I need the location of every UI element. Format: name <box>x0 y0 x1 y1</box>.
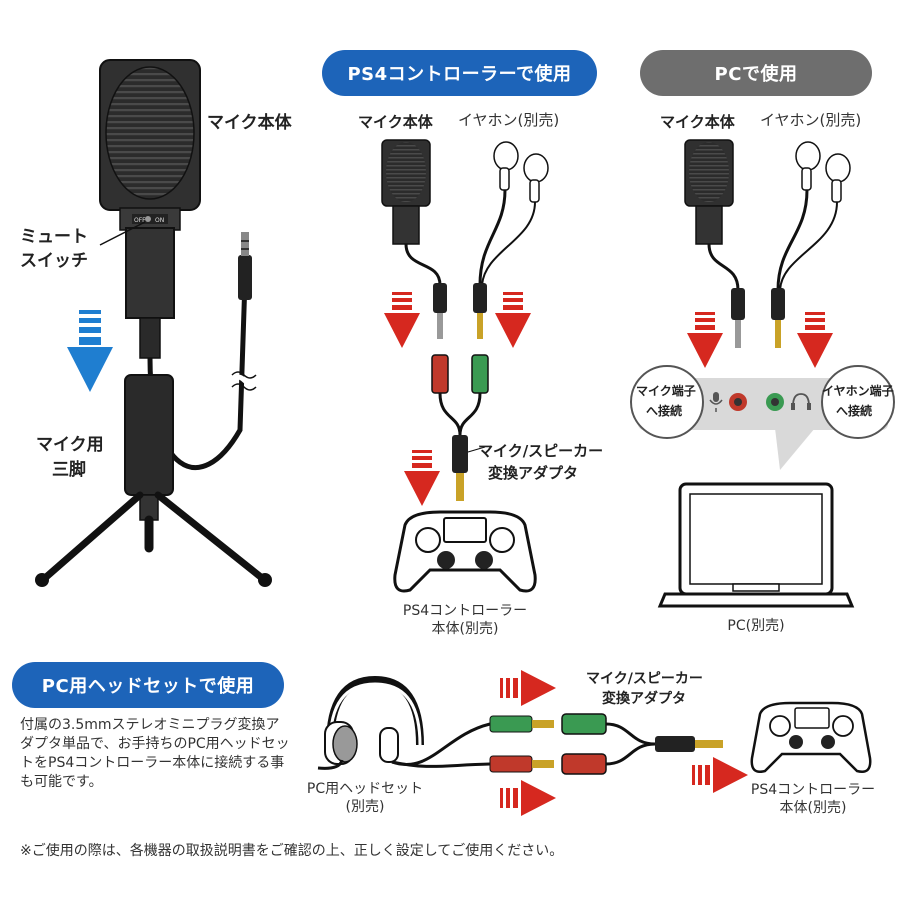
switch-off-label: OFF <box>134 217 146 224</box>
headset-label-2: (別売) <box>345 799 385 815</box>
headset-controller-label-2: 本体(別売) <box>779 800 847 816</box>
pc-mic-jack-label-2: へ接続 <box>646 404 683 418</box>
headset-description: 付属の3.5mmステレオミニプラグ変換アダプタ単品で、お手持ちのPC用ヘッドセッ… <box>20 717 290 790</box>
pc-ear-jack-label-1: イヤホン端子 <box>822 384 894 398</box>
headset-section-title: PC用ヘッドセットで使用 <box>12 662 284 708</box>
mute-switch-label-1: ミュート <box>20 227 88 247</box>
footnote: ※ご使用の際は、各機器の取扱説明書をご確認の上、正しく設定してご使用ください。 <box>20 843 564 859</box>
pc-section-title: PCで使用 <box>640 50 872 96</box>
pc-mic-jack-label-1: マイク端子 <box>636 384 696 398</box>
mute-switch-label-2: スイッチ <box>20 251 88 271</box>
mic-stand-label-1: マイク用 <box>36 435 104 455</box>
ps4-mic-body-label: マイク本体 <box>358 113 433 131</box>
ps4-controller-label-1: PS4コントローラー <box>402 603 528 619</box>
pc-mic-body-label: マイク本体 <box>660 113 735 131</box>
pc-label: PC(別売) <box>727 618 785 634</box>
ps4-section-title: PS4コントローラーで使用 <box>322 50 597 96</box>
pc-earphone-label: イヤホン(別売) <box>760 111 862 129</box>
ps4-earphone-label: イヤホン(別売) <box>458 111 560 129</box>
mic-stand-label-2: 三脚 <box>52 460 86 480</box>
headset-controller-label-1: PS4コントローラー <box>750 782 876 798</box>
ps4-adapter-label-2: 変換アダプタ <box>488 464 579 482</box>
headset-adapter-label-1: マイク/スピーカー <box>586 671 703 687</box>
pc-ear-jack-label-2: へ接続 <box>836 404 873 418</box>
ps4-controller-label-2: 本体(別売) <box>431 621 499 637</box>
mic-body-label: マイク本体 <box>207 113 292 133</box>
switch-on-label: ON <box>155 217 164 224</box>
headset-label-1: PC用ヘッドセット <box>306 781 424 797</box>
ps4-adapter-label-1: マイク/スピーカー <box>478 442 604 460</box>
headset-adapter-label-2: 変換アダプタ <box>602 691 686 707</box>
